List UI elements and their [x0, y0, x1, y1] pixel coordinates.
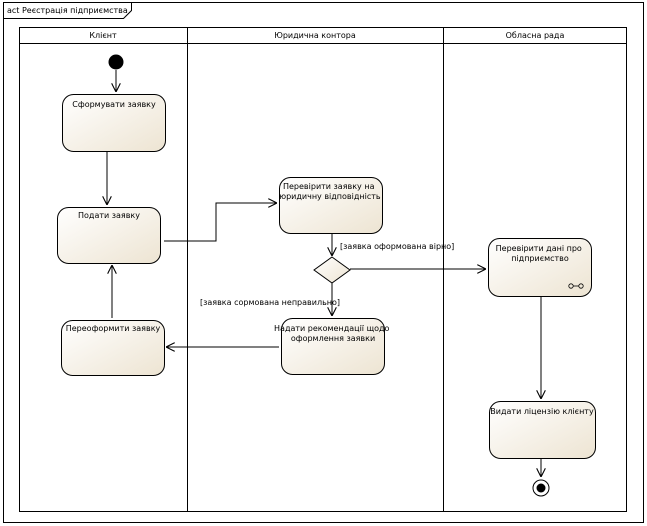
action-check-data: Перевірити дані про підприємство — [488, 238, 592, 297]
action-recommend-line: Надати рекомендації щодо — [274, 324, 389, 333]
lane-label-client: Клієнт — [89, 31, 117, 40]
action-submit-request-label: Подати заявку — [78, 211, 140, 220]
action-check-request: Перевірити заявку на юридичну відповідні… — [279, 177, 383, 234]
action-check-data-line: Перевірити дані про — [496, 244, 582, 253]
frame-label-tab — [3, 2, 132, 19]
swimlanes: Клієнт Юридична контора Обласна рада — [19, 27, 627, 512]
action-issue-license-label: Видати ліцензію клієнту — [490, 407, 594, 416]
action-check-request-label: Перевірити заявку на юридичну відповідні… — [279, 182, 381, 201]
action-submit-request-line: Подати заявку — [78, 211, 140, 220]
initial-node — [108, 54, 124, 70]
action-recommend: Надати рекомендації щодо оформлення заяв… — [274, 318, 392, 375]
guard-incorrect: [заявка сормована неправильно] — [200, 298, 340, 307]
action-form-request-line: Сформувати заявку — [72, 100, 156, 109]
action-redo-request-label: Переоформити заявку — [66, 324, 161, 333]
action-recommend-label: Надати рекомендації щодо оформлення заяв… — [274, 324, 392, 343]
lane-label-law-office: Юридична контора — [274, 31, 356, 40]
action-form-request: Сформувати заявку — [62, 94, 166, 152]
action-recommend-line: оформлення заявки — [291, 334, 375, 343]
action-redo-request-line: Переоформити заявку — [66, 324, 161, 333]
action-submit-request: Подати заявку — [57, 207, 161, 264]
control-flows — [107, 70, 541, 477]
flow-submit-to-check — [164, 203, 277, 242]
action-redo-request: Переоформити заявку — [61, 320, 165, 376]
action-check-data-line: підприємство — [511, 254, 569, 263]
action-check-data-label: Перевірити дані про підприємство — [496, 244, 585, 263]
action-issue-license-line: Видати ліцензію клієнту — [490, 407, 594, 416]
action-check-request-line: юридичну відповідність — [279, 192, 381, 201]
action-issue-license: Видати ліцензію клієнту — [489, 401, 596, 459]
guard-correct: [заявка оформована вірно] — [340, 242, 454, 251]
decision-node — [313, 256, 351, 284]
action-check-request-line: Перевірити заявку на — [283, 182, 375, 191]
rake-icon — [568, 283, 584, 289]
frame-label: act Реєстрація підприємства — [7, 6, 128, 15]
action-form-request-label: Сформувати заявку — [72, 100, 156, 109]
lanes-border — [19, 27, 627, 512]
lane-label-regional-council: Обласна рада — [506, 31, 565, 40]
final-node — [532, 479, 550, 497]
